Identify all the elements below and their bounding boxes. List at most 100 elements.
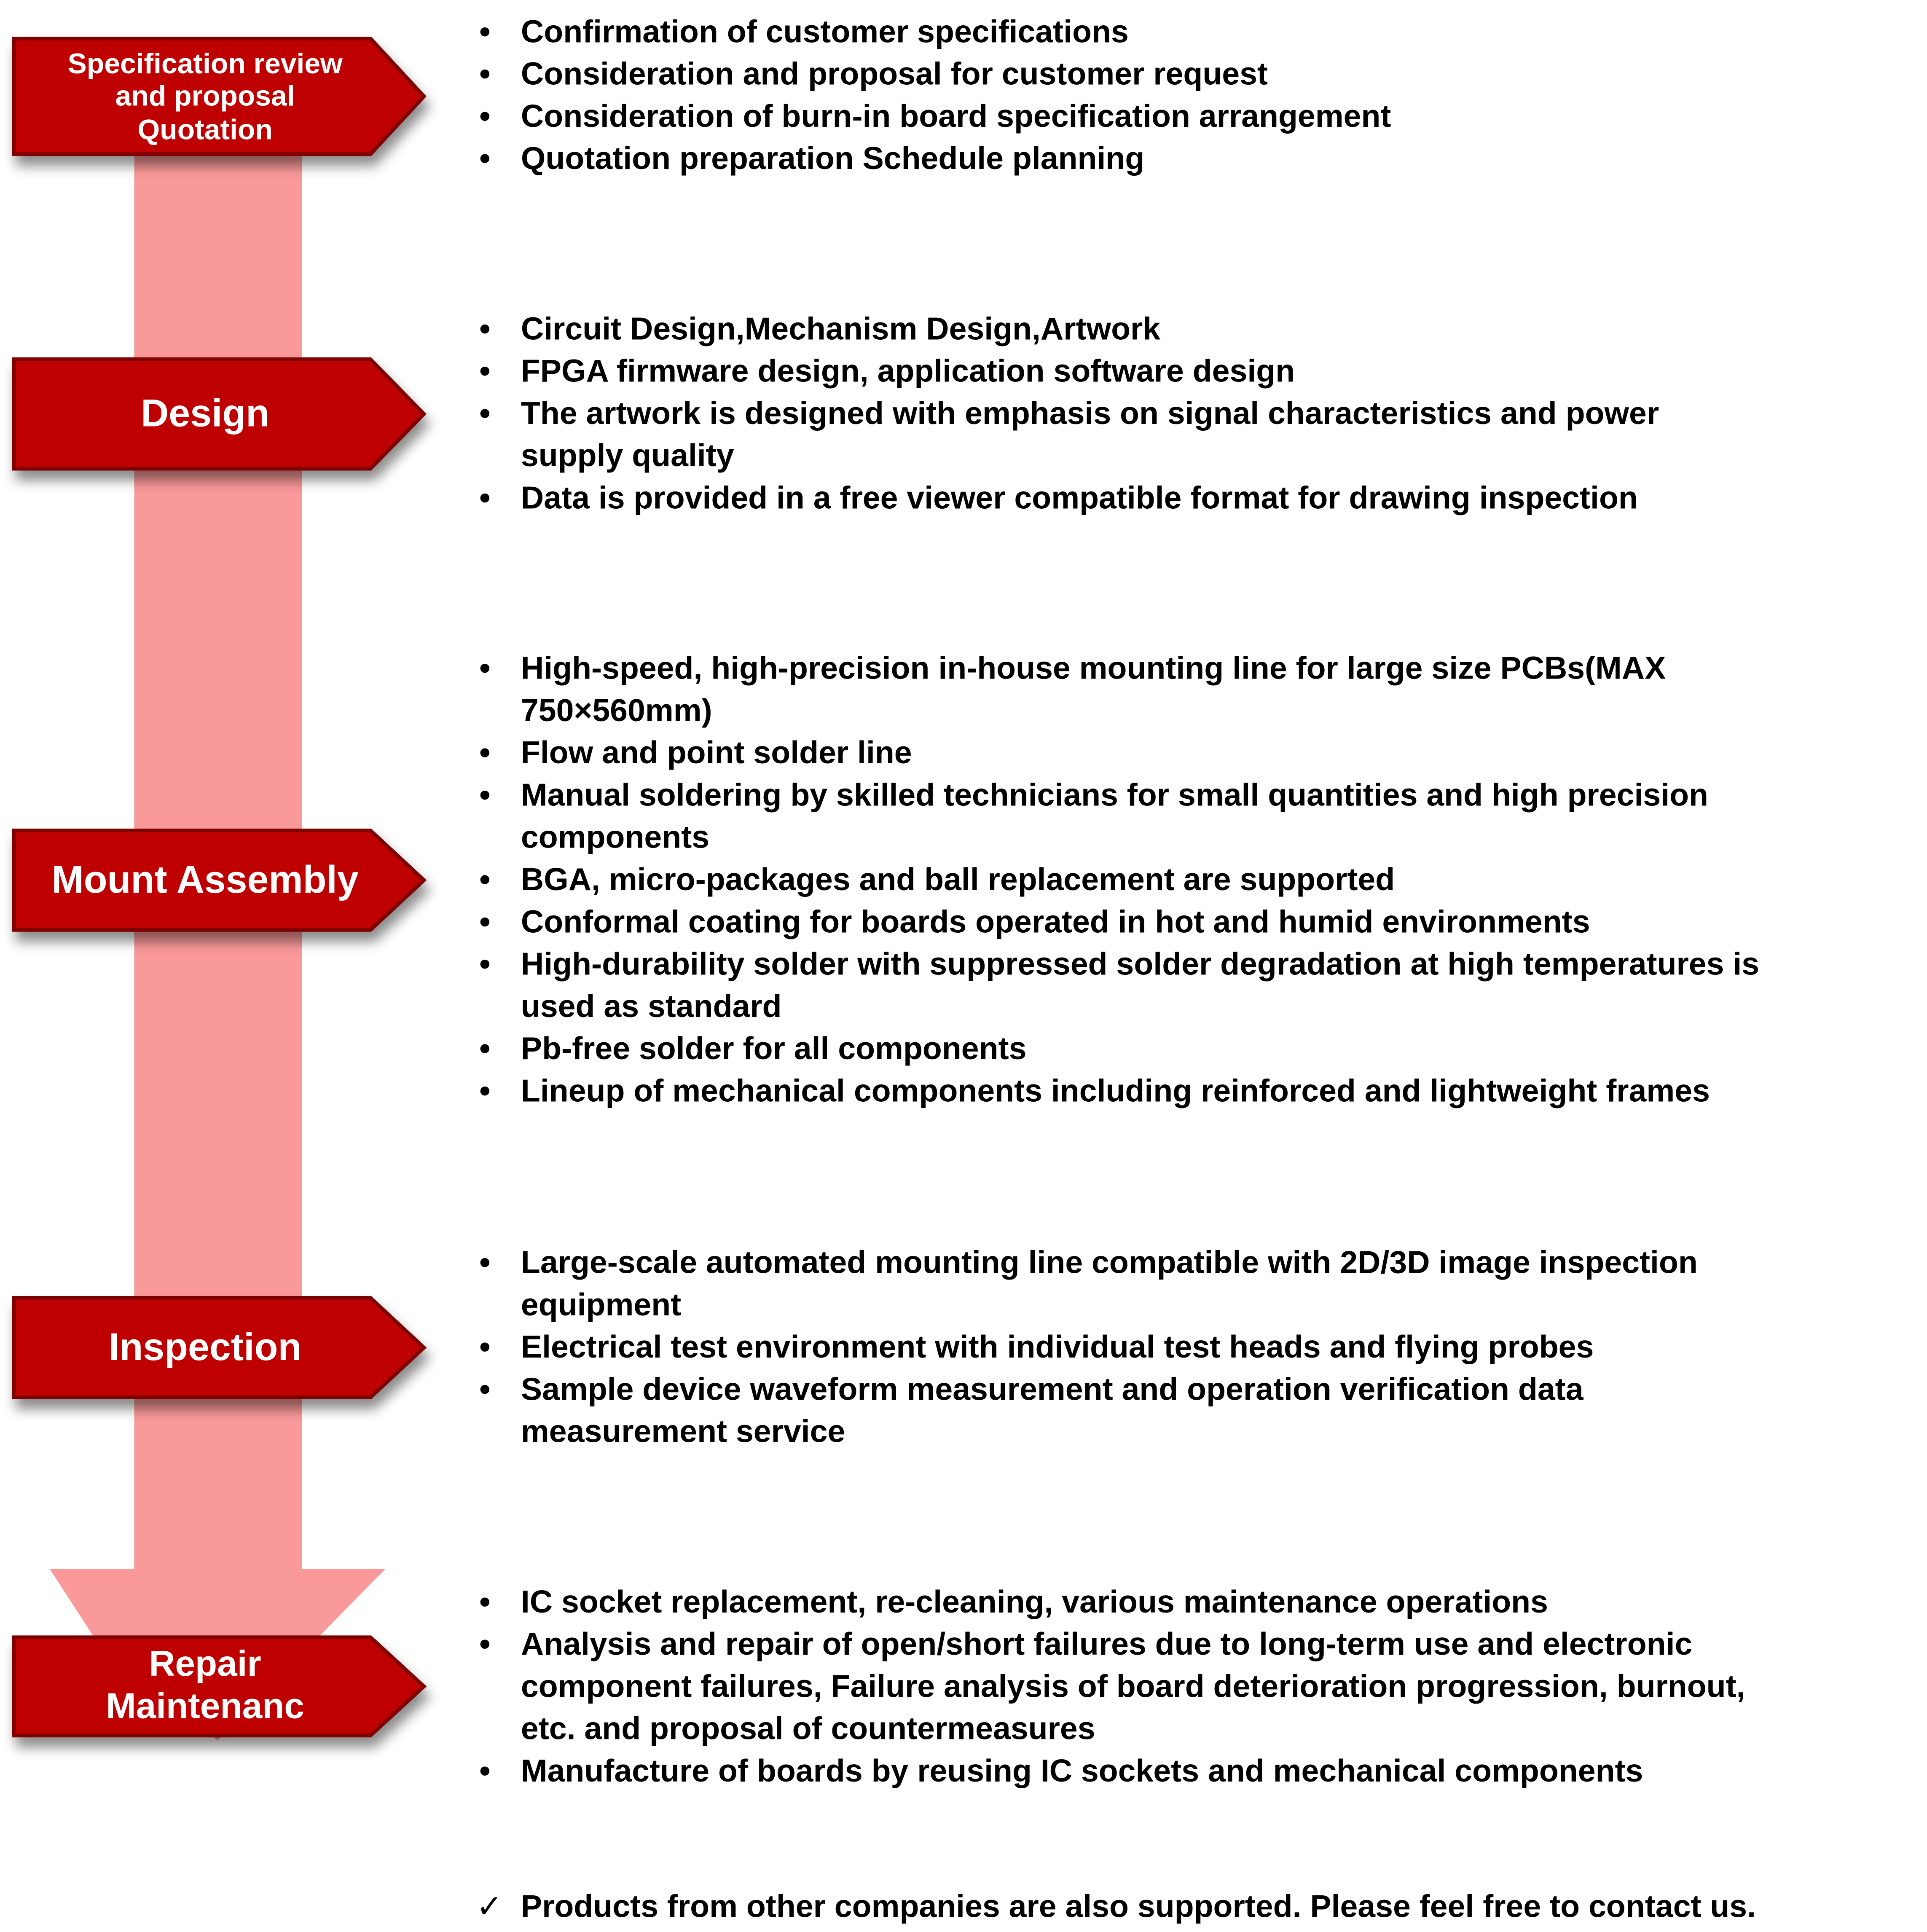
list-item-text: Data is provided in a free viewer compat… bbox=[521, 481, 1638, 516]
list-item: • Confirmation of customer specifications bbox=[472, 11, 1391, 54]
step-label: Mount Assembly bbox=[12, 829, 397, 931]
list-item-text: Electrical test environment with individ… bbox=[521, 1330, 1594, 1365]
contact-note: ✓ Products from other companies are also … bbox=[476, 1886, 1756, 1928]
list-item-text: Circuit Design,Mechanism Design,Artwork bbox=[521, 312, 1161, 347]
bullet-icon: • bbox=[479, 1032, 491, 1067]
bullet-icon: • bbox=[479, 1330, 491, 1365]
list-item: • Lineup of mechanical components includi… bbox=[472, 1071, 1759, 1113]
list-item: • The artwork is designed with emphasis o… bbox=[472, 393, 1659, 478]
bullet-icon: • bbox=[479, 396, 491, 432]
list-item: • Data is provided in a free viewer compa… bbox=[472, 478, 1659, 520]
bullet-icon: • bbox=[479, 905, 491, 940]
list-item-text: supply quality bbox=[521, 439, 734, 474]
bullet-icon: • bbox=[479, 57, 491, 92]
list-item: •Manufacture of boards by reusing IC soc… bbox=[472, 1750, 1745, 1792]
list-item-text: measurement service bbox=[521, 1414, 845, 1450]
step-label-line: Mount Assembly bbox=[51, 858, 359, 902]
list-item-text: High-speed, high-precision in-house moun… bbox=[521, 651, 1666, 687]
list-item: •Flow and point solder line bbox=[472, 732, 1759, 774]
list-item: • High-durability solder with suppressed … bbox=[472, 944, 1759, 1028]
bullet-icon: • bbox=[479, 778, 491, 813]
list-item-text: Manual soldering by skilled technicians … bbox=[521, 778, 1708, 813]
list-item: • Analysis and repair of open/short failu… bbox=[472, 1623, 1745, 1750]
list-item: • Electrical test environment with indivi… bbox=[472, 1326, 1698, 1368]
bullet-icon: • bbox=[479, 1074, 491, 1109]
step-arrow-box bbox=[12, 1296, 427, 1399]
bullet-icon: • bbox=[479, 99, 491, 134]
list-item: • FPGA firmware design, application softw… bbox=[472, 351, 1659, 393]
bullet-icon: • bbox=[479, 1754, 491, 1789]
list-item: • Consideration of burn-in board specific… bbox=[472, 96, 1391, 138]
step-design: Design bbox=[12, 357, 427, 471]
list-item-text: equipment bbox=[521, 1288, 682, 1323]
list-item-text: The artwork is designed with emphasis on… bbox=[521, 396, 1659, 432]
checkmark-icon: ✓ bbox=[476, 1889, 503, 1925]
step-arrow-box bbox=[12, 1635, 427, 1738]
list-item-text: components bbox=[521, 820, 710, 856]
list-item-text: Lineup of mechanical components includin… bbox=[521, 1074, 1710, 1109]
list-item-text: Consideration of burn-in board specifica… bbox=[521, 99, 1391, 134]
list-item-text: FPGA firmware design, application softwa… bbox=[521, 354, 1295, 389]
step-mount-assembly: Mount Assembly bbox=[12, 828, 427, 932]
list-item-text: Analysis and repair of open/short failur… bbox=[521, 1627, 1693, 1662]
list-item-text: used as standard bbox=[521, 989, 782, 1025]
bullet-icon: • bbox=[479, 354, 491, 389]
bullet-icon: • bbox=[479, 1585, 491, 1620]
list-item-text: Pb-free solder for all components bbox=[521, 1032, 1027, 1067]
list-item: • Quotation preparation Schedule planning bbox=[472, 138, 1391, 180]
list-item-text: Confirmation of customer specifications bbox=[521, 15, 1129, 50]
bullet-icon: • bbox=[479, 15, 491, 50]
step-label-line: and proposal bbox=[115, 80, 295, 113]
bullet-icon: • bbox=[479, 481, 491, 516]
list-item-text: Quotation preparation Schedule planning bbox=[521, 142, 1145, 177]
step-label-line: Design bbox=[141, 392, 270, 435]
step-details-specification-review: • Confirmation of customer specifications… bbox=[472, 11, 1391, 180]
list-item: • IC socket replacement, re-cleaning, var… bbox=[472, 1581, 1745, 1623]
list-item-text: IC socket replacement, re-cleaning, vari… bbox=[521, 1585, 1548, 1620]
list-item: •Large-scale automated mounting line com… bbox=[472, 1242, 1698, 1327]
step-label-line: Repair bbox=[149, 1645, 261, 1685]
step-label-line: Maintenanc bbox=[106, 1686, 304, 1726]
step-arrow-box bbox=[12, 357, 427, 471]
contact-note-text: Products from other companies are also s… bbox=[521, 1889, 1756, 1925]
step-arrow-box bbox=[12, 828, 427, 932]
step-details-design: • Circuit Design,Mechanism Design,Artwork… bbox=[472, 309, 1659, 520]
list-item-text: component failures, Failure analysis of … bbox=[521, 1669, 1745, 1705]
step-label: Inspection bbox=[12, 1297, 397, 1399]
bullet-icon: • bbox=[479, 1627, 491, 1662]
list-item: • BGA, micro-packages and ball replacemen… bbox=[472, 859, 1759, 901]
bullet-icon: • bbox=[479, 947, 491, 982]
list-item: • Circuit Design,Mechanism Design,Artwork bbox=[472, 309, 1659, 351]
bullet-icon: • bbox=[479, 736, 491, 771]
step-arrow-box bbox=[12, 37, 427, 156]
list-item: •Consideration and proposal for customer… bbox=[472, 54, 1391, 96]
step-label-line: Quotation bbox=[137, 113, 273, 145]
step-label-line: Inspection bbox=[109, 1325, 302, 1369]
list-item: • Manual soldering by skilled technicians… bbox=[472, 775, 1759, 859]
list-item: • High-speed, high-precision in-house mou… bbox=[472, 648, 1759, 733]
list-item-text: High-durability solder with suppressed s… bbox=[521, 947, 1760, 982]
step-label-line: Specification review bbox=[67, 47, 343, 80]
bullet-icon: • bbox=[479, 863, 491, 898]
list-item-text: Conformal coating for boards operated in… bbox=[521, 905, 1590, 940]
bullet-icon: • bbox=[479, 312, 491, 347]
list-item: • Sample device waveform measurement and … bbox=[472, 1369, 1698, 1454]
step-details-inspection: •Large-scale automated mounting line com… bbox=[472, 1242, 1698, 1453]
bullet-icon: • bbox=[479, 1372, 491, 1408]
step-label: Design bbox=[12, 358, 397, 470]
list-item: • Pb-free solder for all components bbox=[472, 1028, 1759, 1070]
step-details-repair-maintenance: • IC socket replacement, re-cleaning, var… bbox=[472, 1581, 1745, 1792]
bullet-icon: • bbox=[479, 142, 491, 177]
list-item-text: etc. and proposal of countermeasures bbox=[521, 1712, 1095, 1747]
bullet-icon: • bbox=[479, 1245, 491, 1281]
list-item-text: BGA, micro-packages and ball replacement… bbox=[521, 863, 1395, 898]
list-item: • Conformal coating for boards operated i… bbox=[472, 902, 1759, 944]
bullet-icon: • bbox=[479, 651, 491, 687]
list-item-text: Sample device waveform measurement and o… bbox=[521, 1372, 1583, 1408]
list-item-text: 750×560mm) bbox=[521, 693, 712, 729]
